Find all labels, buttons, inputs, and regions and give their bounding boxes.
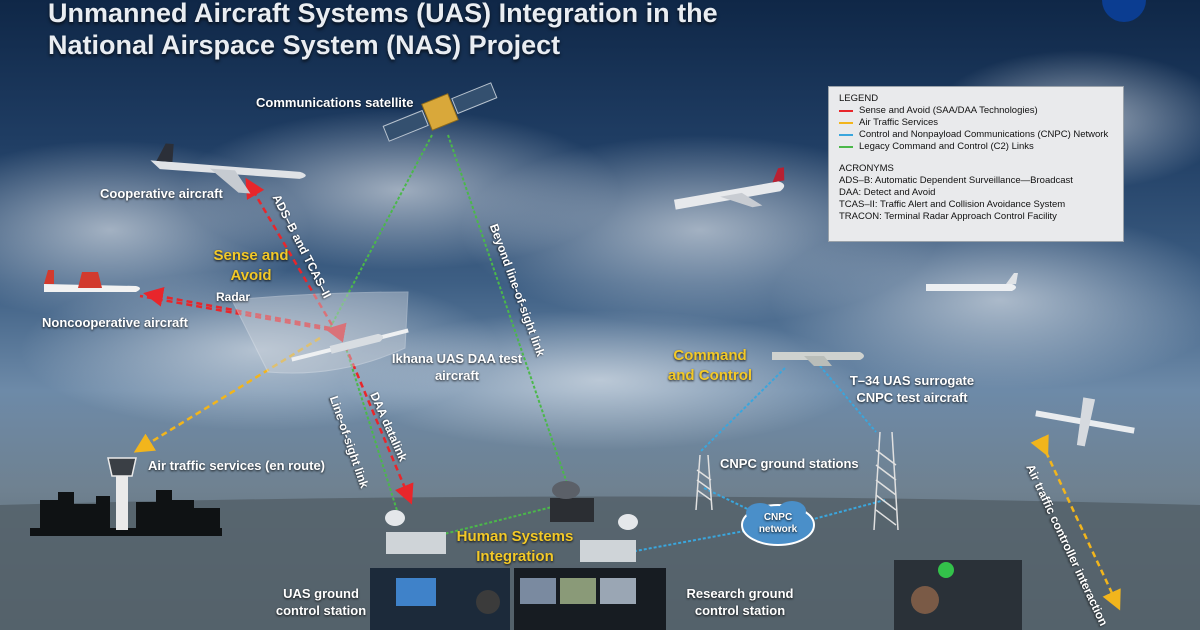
legend-item-c2: Legacy Command and Control (C2) Links xyxy=(859,141,1034,152)
acronym-tracon: TRACON: Terminal Radar Approach Control … xyxy=(839,211,1057,222)
page-title-line2: National Airspace System (NAS) Project xyxy=(48,30,561,60)
cnpc-ground-station-icon-right xyxy=(873,431,899,531)
legend-item-ats: Air Traffic Services xyxy=(859,117,939,128)
airliner-icon xyxy=(673,167,785,210)
nasa-logo-icon xyxy=(1102,0,1146,22)
ikhana-uas-icon xyxy=(291,328,409,362)
section-sense-avoid: Sense and Avoid xyxy=(213,247,289,284)
section-human-systems: Human Systems Integration xyxy=(456,528,574,565)
research-gcs-photo xyxy=(514,568,666,630)
legend-item-saa: Sense and Avoid (SAA/DAA Technologies) xyxy=(859,105,1038,116)
acronym-daa: DAA: Detect and Avoid xyxy=(839,187,936,198)
satellite-icon xyxy=(382,82,498,142)
business-jet-icon xyxy=(926,273,1018,291)
uas-gcs-antenna-icon xyxy=(385,510,446,554)
label-satellite: Communications satellite xyxy=(256,95,414,110)
legend-heading: LEGEND xyxy=(839,93,879,104)
city-skyline xyxy=(30,490,222,536)
control-tower-icon xyxy=(107,457,137,530)
saa-links xyxy=(139,177,414,505)
radar-cone xyxy=(231,291,409,374)
label-noncooperative-aircraft: Noncooperative aircraft xyxy=(42,315,188,330)
legend-box: LEGEND Sense and Avoid (SAA/DAA Technolo… xyxy=(828,86,1124,242)
cnpc-ground-station-icon-left xyxy=(695,454,713,511)
noncooperative-aircraft-icon xyxy=(44,270,140,292)
cooperative-aircraft-icon xyxy=(150,143,306,194)
tracon-photo xyxy=(894,560,1022,630)
label-cnpc-network: CNPC network xyxy=(758,512,798,535)
label-cooperative-aircraft: Cooperative aircraft xyxy=(100,186,223,201)
label-radar: Radar xyxy=(216,290,251,304)
legend-item-cnpc: Control and Nonpayload Communications (C… xyxy=(859,129,1109,140)
predator-uas-icon xyxy=(1035,397,1135,447)
acronym-adsb: ADS–B: Automatic Dependent Surveillance—… xyxy=(839,175,1073,186)
uas-gcs-photo xyxy=(370,568,510,630)
label-ikhana: Ikhana UAS DAA test aircraft xyxy=(391,351,523,383)
acronyms-heading: ACRONYMS xyxy=(839,163,894,174)
research-gcs-antenna-icon xyxy=(580,514,638,562)
t34-aircraft-icon xyxy=(772,352,864,366)
section-command-control: Command and Control xyxy=(667,347,753,384)
label-ats-en-route: Air traffic services (en route) xyxy=(148,458,326,473)
ats-links xyxy=(133,336,1121,611)
page-title-line1: Unmanned Aircraft Systems (UAS) Integrat… xyxy=(48,0,718,28)
satellite-dish-icon xyxy=(550,481,594,522)
label-uas-gcs: UAS ground control station xyxy=(275,586,367,618)
acronym-tcas: TCAS–II: Traffic Alert and Collision Avo… xyxy=(839,199,1066,210)
label-t34: T–34 UAS surrogate CNPC test aircraft xyxy=(849,373,975,405)
label-research-gcs: Research ground control station xyxy=(686,586,794,618)
label-cnpc-ground-stations: CNPC ground stations xyxy=(720,456,859,471)
cnpc-network-cloud xyxy=(741,501,815,546)
